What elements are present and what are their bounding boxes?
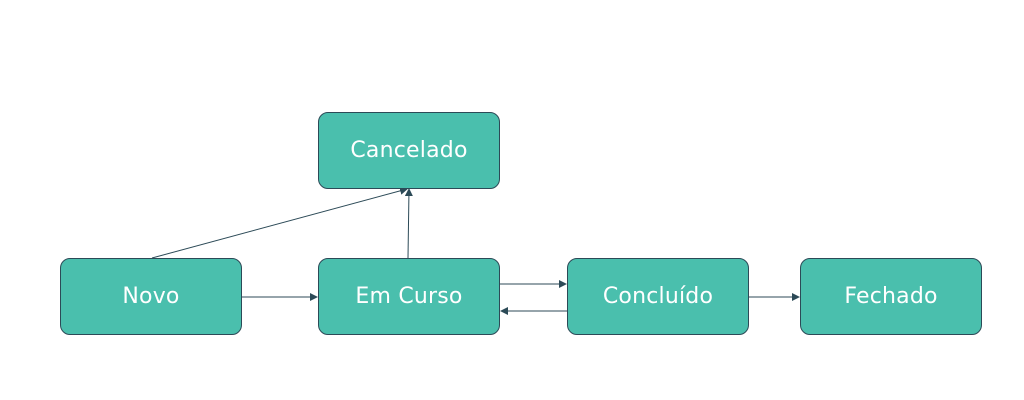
node-cancelado-label: Cancelado (350, 138, 468, 163)
node-em-curso-label: Em Curso (355, 284, 463, 309)
node-novo[interactable]: Novo (60, 258, 242, 335)
node-concluido-label: Concluído (602, 284, 714, 309)
node-novo-label: Novo (122, 284, 180, 309)
node-concluido[interactable]: Concluído (567, 258, 749, 335)
node-fechado[interactable]: Fechado (800, 258, 982, 335)
node-fechado-label: Fechado (844, 284, 938, 309)
node-cancelado[interactable]: Cancelado (318, 112, 500, 189)
node-em-curso[interactable]: Em Curso (318, 258, 500, 335)
edge-em-curso-to-cancelado (404, 188, 413, 259)
edge-novo-to-cancelado (151, 186, 408, 259)
